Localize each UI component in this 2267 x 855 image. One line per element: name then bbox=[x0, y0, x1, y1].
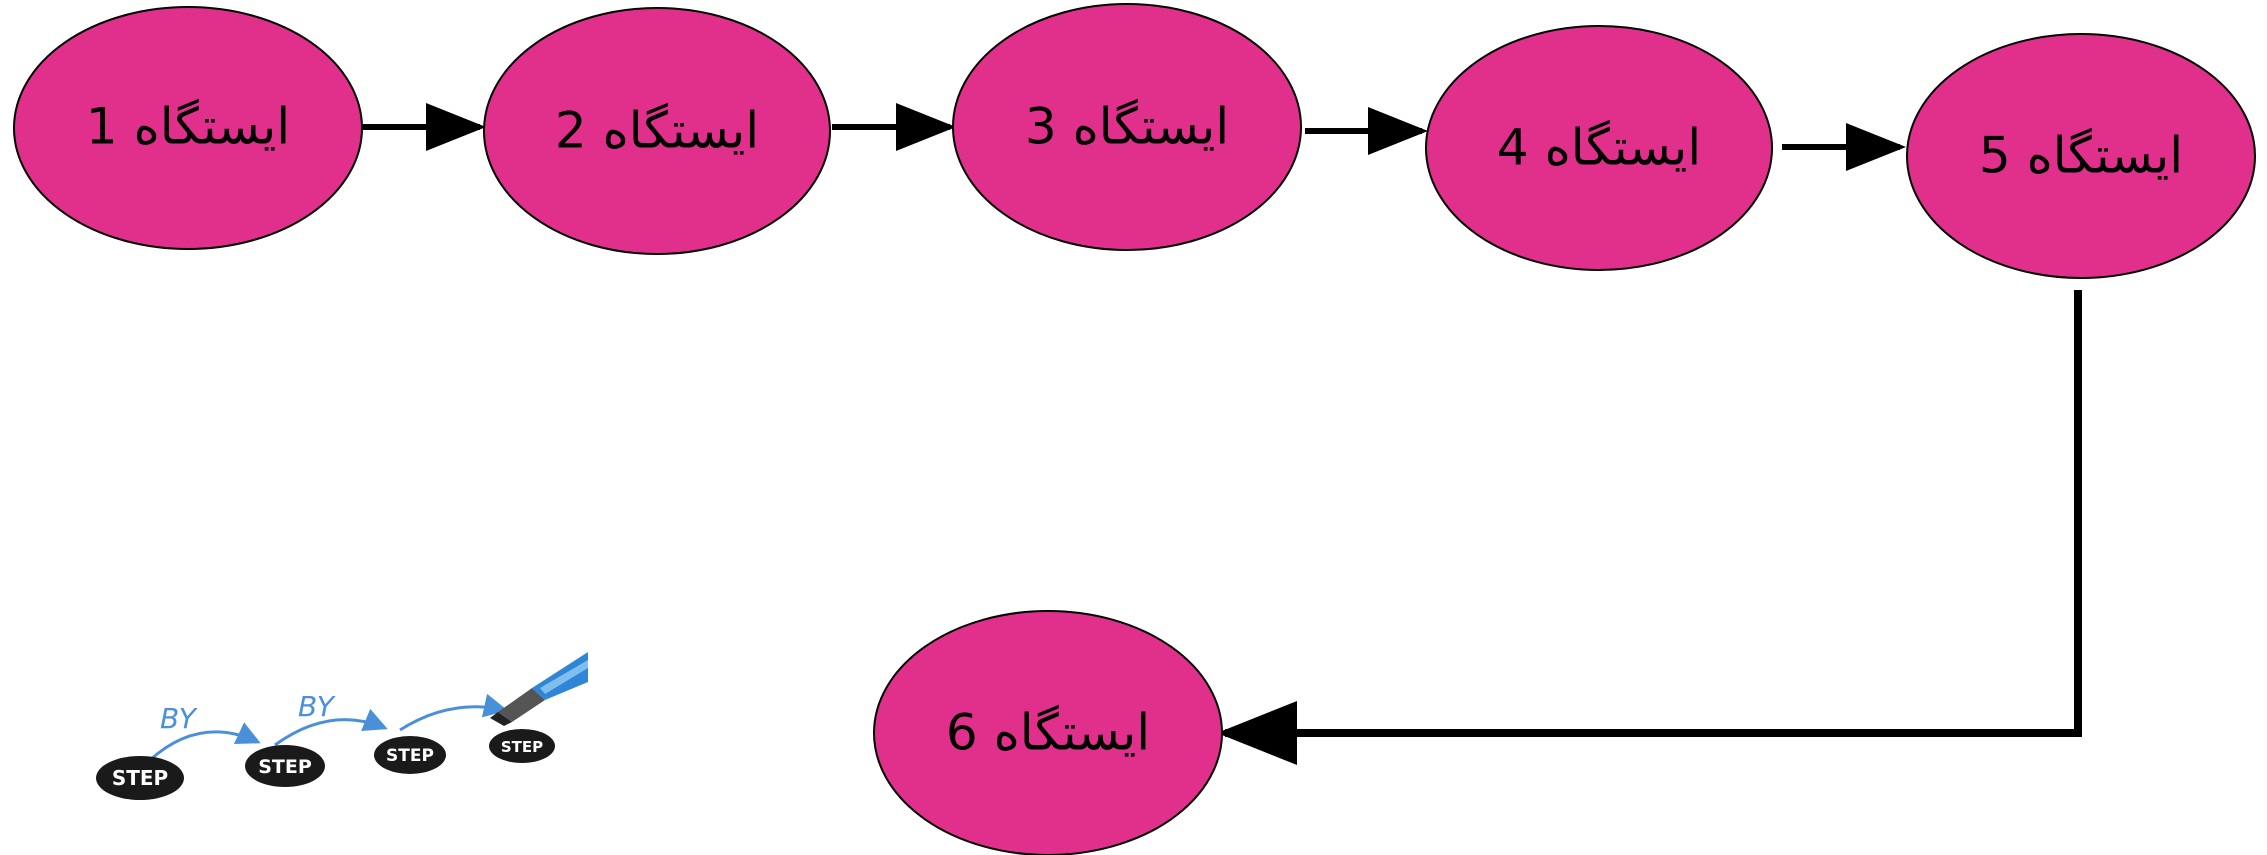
logo-step-badge-1 bbox=[96, 756, 184, 800]
logo-step-badge-2 bbox=[245, 745, 325, 787]
station-6-label: ایستگاه 6 bbox=[946, 704, 1150, 762]
station-2-label: ایستگاه 2 bbox=[555, 102, 759, 160]
logo-arrow-2 bbox=[274, 708, 388, 747]
station-1-label: ایستگاه 1 bbox=[86, 98, 290, 156]
station-4: ایستگاه 4 bbox=[1425, 25, 1773, 271]
station-4-label: ایستگاه 4 bbox=[1497, 119, 1701, 177]
station-5-label: ایستگاه 5 bbox=[1979, 127, 2183, 185]
logo-arrow-3 bbox=[399, 693, 508, 732]
station-3-label: ایستگاه 3 bbox=[1025, 98, 1229, 156]
logo-step-badge-4 bbox=[489, 729, 555, 763]
logo-step-badge-3 bbox=[374, 736, 446, 774]
logo-step-4: STEP bbox=[501, 738, 543, 756]
station-6: ایستگاه 6 bbox=[873, 610, 1223, 855]
station-1: ایستگاه 1 bbox=[13, 6, 363, 250]
step-by-step-logo: BY BY STEP STEP STEP STEP bbox=[96, 640, 590, 825]
logo-by-1: BY bbox=[160, 702, 198, 735]
station-3: ایستگاه 3 bbox=[952, 3, 1302, 251]
station-2: ایستگاه 2 bbox=[483, 7, 831, 255]
logo-step-1: STEP bbox=[112, 766, 168, 790]
station-5: ایستگاه 5 bbox=[1906, 33, 2256, 279]
pen-icon bbox=[490, 652, 588, 726]
logo-step-2: STEP bbox=[258, 756, 312, 778]
arrow-5-to-6 bbox=[1217, 290, 2082, 765]
logo-by-2: BY bbox=[298, 690, 336, 723]
logo-step-3: STEP bbox=[386, 746, 434, 766]
logo-arrow-1 bbox=[148, 722, 261, 762]
